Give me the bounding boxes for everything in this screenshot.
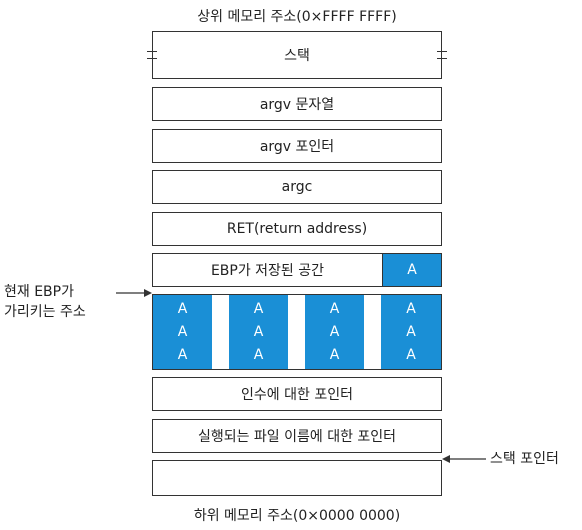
buffer-column: A A A <box>305 295 364 369</box>
stack-pointer-arrow <box>442 455 486 463</box>
stack-pointer-label: 스택 포인터 <box>490 451 559 467</box>
argv-strings-box: argv 문자열 <box>152 87 442 121</box>
buffer-cell: A <box>253 300 264 317</box>
buffer-cell: A <box>406 323 416 340</box>
stack-box-label: 스택 <box>284 48 310 64</box>
buffer-cell: A <box>329 347 340 364</box>
bottom-empty-box <box>152 460 442 496</box>
buffer-cell: A <box>177 347 188 364</box>
argv-pointer-label: argv 포인터 <box>259 139 335 155</box>
buffer-cell: A <box>406 347 416 364</box>
saved-ebp-row: EBP가 저장된 공간 A <box>152 253 442 287</box>
argc-box: argc <box>152 170 442 204</box>
buffer-cell: A <box>253 323 264 340</box>
bottom-address-caption: 하위 메모리 주소(0×0000 0000) <box>193 508 401 524</box>
stack-box: 스택 <box>152 31 442 79</box>
current-ebp-label-line1: 현재 EBP가 <box>4 284 74 300</box>
argv-strings-label: argv 문자열 <box>259 97 335 113</box>
ret-label: RET(return address) <box>226 221 368 237</box>
buffer-cell: A <box>177 300 188 317</box>
right-break-tick <box>437 51 447 59</box>
buffer-cell: A <box>329 300 340 317</box>
buffer-column: A A A <box>381 295 441 369</box>
exec-name-pointer-label: 실행되는 파일 이름에 대한 포인터 <box>197 429 397 445</box>
top-address-caption: 상위 메모리 주소(0×FFFF FFFF) <box>197 9 397 25</box>
buffer-cell: A <box>406 300 416 317</box>
buffer-block: A A A A A A A A A A A A <box>152 294 442 370</box>
buffer-cell: A <box>329 323 340 340</box>
buffer-cell: A <box>253 347 264 364</box>
left-break-tick <box>147 51 157 59</box>
saved-ebp-label: EBP가 저장된 공간 <box>153 254 383 286</box>
argv-pointer-box: argv 포인터 <box>152 129 442 163</box>
current-ebp-arrow <box>116 289 152 297</box>
buffer-cell: A <box>177 323 188 340</box>
exec-name-pointer-box: 실행되는 파일 이름에 대한 포인터 <box>152 419 442 453</box>
current-ebp-label: 현재 EBP가 가리키는 주소 <box>4 282 86 322</box>
current-ebp-label-line2: 가리키는 주소 <box>4 304 86 320</box>
buffer-column: A A A <box>229 295 288 369</box>
argc-label: argc <box>281 179 313 195</box>
saved-ebp-overwrite-cell: A <box>383 254 441 286</box>
args-pointer-label: 인수에 대한 포인터 <box>241 387 353 403</box>
buffer-column: A A A <box>153 295 212 369</box>
ret-box: RET(return address) <box>152 212 442 246</box>
args-pointer-box: 인수에 대한 포인터 <box>152 377 442 411</box>
